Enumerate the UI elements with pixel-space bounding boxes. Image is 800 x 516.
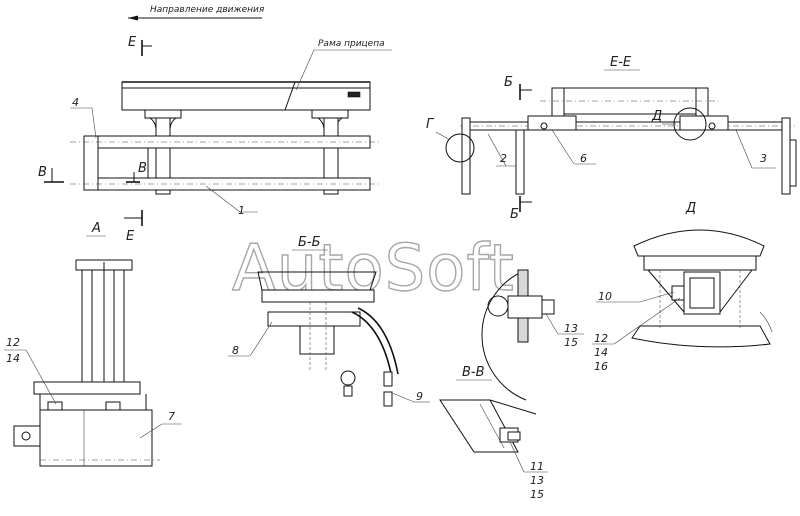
callout-10: 10	[598, 290, 612, 303]
callout-3: 3	[760, 152, 767, 165]
svg-text:Д: Д	[651, 109, 662, 124]
frame-label: Рама прицепа	[318, 39, 385, 49]
arrow-left-icon	[128, 15, 138, 21]
callout-16: 16	[594, 360, 608, 373]
callout-13a: 13	[564, 322, 578, 335]
frame-tube	[39, 409, 153, 467]
callout-1: 1	[238, 204, 245, 217]
svg-text:В: В	[138, 161, 147, 176]
bracket-8	[267, 311, 361, 327]
callout-12b: 12	[594, 332, 608, 345]
callout-8: 8	[232, 344, 239, 357]
svg-text:Г: Г	[426, 117, 435, 132]
section-bb: Б-Б 8 9	[228, 235, 430, 407]
detail-d: Д 10 12 14 16	[592, 201, 773, 373]
callout-6: 6	[580, 152, 587, 165]
callout-15b: 15	[530, 488, 544, 501]
callout-2: 2	[500, 152, 507, 165]
section-ee-title: Е-Е	[610, 55, 632, 70]
callout-7: 7	[168, 410, 175, 423]
trailer-frame	[121, 81, 371, 111]
section-vv-title: В-В	[462, 365, 485, 380]
svg-text:В: В	[38, 165, 47, 180]
callout-12: 12	[6, 336, 20, 349]
svg-text:Б: Б	[504, 75, 513, 90]
direction-note: Направление движения	[128, 5, 265, 21]
callout-14: 14	[6, 352, 20, 365]
svg-text:Е: Е	[128, 35, 137, 50]
view-a-title: А	[91, 221, 101, 236]
callout-14b: 14	[594, 346, 608, 359]
detail-d-title: Д	[685, 201, 696, 216]
callout-13b: 13	[530, 474, 544, 487]
callout-9: 9	[416, 390, 423, 403]
direction-label: Направление движения	[150, 5, 265, 15]
callout-15a: 15	[564, 336, 578, 349]
callout-4: 4	[72, 96, 79, 109]
svg-text:Е: Е	[126, 229, 135, 244]
section-ee: Е-Е Б Б Г Д 2	[426, 55, 797, 222]
callout-11: 11	[530, 460, 544, 473]
section-vv: В-В 11 13 15	[439, 365, 548, 501]
view-a: А 12 14 7	[4, 221, 182, 467]
detail-g: 13 15	[481, 269, 584, 401]
side-view: Рама прицепа Е Е В В 4	[38, 35, 392, 244]
svg-text:Б: Б	[510, 207, 519, 222]
section-bb-title: Б-Б	[298, 235, 321, 250]
